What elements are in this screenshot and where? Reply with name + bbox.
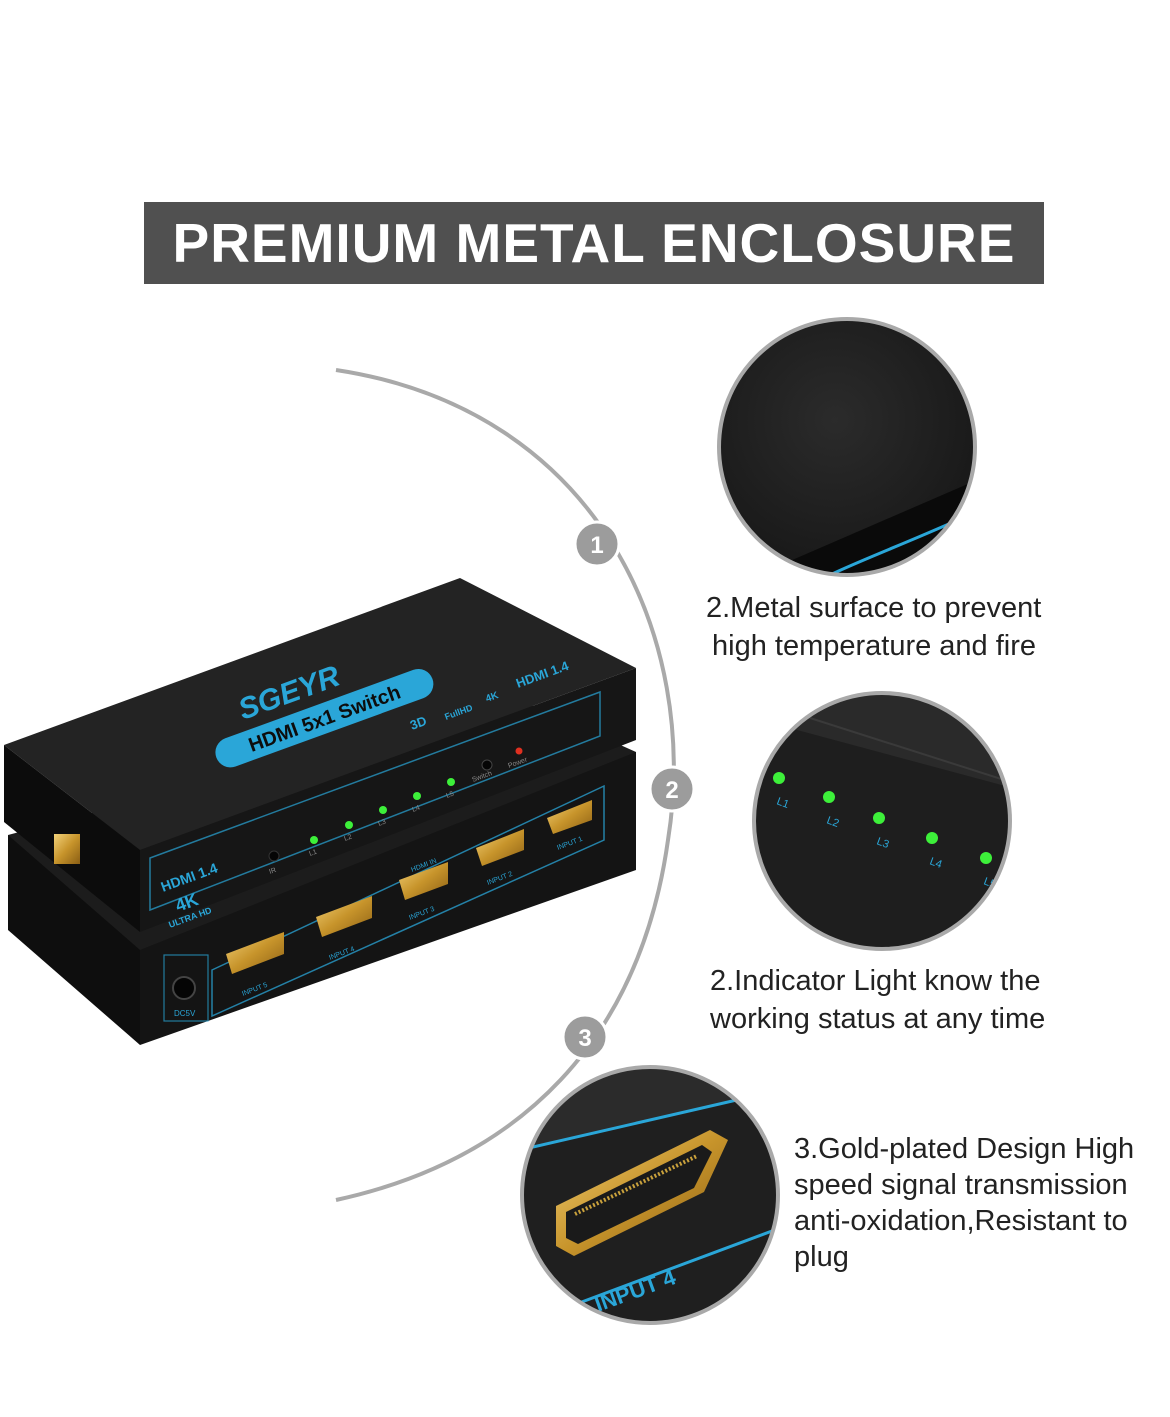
title-banner: PREMIUM METAL ENCLOSURE	[144, 202, 1044, 284]
step-marker-3: 3	[561, 1013, 609, 1061]
caption-gold-line1: 3.Gold-plated Design High	[794, 1133, 1135, 1165]
hdmi-port-input3	[399, 862, 448, 900]
led-label-l4: L4	[411, 805, 421, 814]
ir-label: IR	[268, 867, 277, 876]
led-l4	[413, 792, 421, 800]
zoom-gold-port: INPUT 4	[520, 1065, 780, 1325]
hdmi-port-input2	[476, 829, 524, 866]
zoom-led-label-l4: L4	[928, 856, 944, 871]
hdmi-switch-device: SGEYR HDMI 5x1 Switch HDMI 1.4 3D FullHD…	[4, 578, 636, 1045]
3d-logo: 3D	[408, 713, 429, 733]
caption-metal-line1: 2.Metal surface to prevent	[706, 592, 1042, 624]
banner-title: PREMIUM METAL ENCLOSURE	[172, 212, 1016, 274]
hdmi-port-input4	[316, 896, 372, 937]
led-l2	[345, 821, 353, 829]
zoom-led-label-l1: L1	[775, 796, 791, 811]
side-hdmi-port	[54, 834, 80, 864]
led-label-l2: L2	[343, 834, 353, 843]
zoom-led-label-l2: L2	[825, 815, 841, 830]
4k-logo: 4K	[484, 690, 501, 705]
zoom-indicator-lights: L1 L2 L3 L4 L5	[752, 691, 1012, 951]
hdmi-port-input1	[547, 800, 592, 834]
caption-gold-line3: anti-oxidation,Resistant to	[794, 1205, 1128, 1237]
caption-gold-line2: speed signal transmission	[794, 1169, 1128, 1201]
power-led	[515, 747, 523, 755]
switch-button	[481, 759, 493, 771]
led-label-l3: L3	[377, 819, 387, 828]
led-l5	[447, 778, 455, 786]
dc-jack	[172, 976, 196, 1000]
svg-text:1: 1	[590, 532, 603, 559]
svg-text:2: 2	[665, 777, 678, 804]
step-marker-1: 1	[573, 520, 621, 568]
caption-indicator-line1: 2.Indicator Light know the	[710, 965, 1041, 997]
led-label-l1: L1	[308, 849, 318, 858]
zoom-led-label-l3: L3	[875, 836, 891, 851]
dc-label: DC5V	[174, 1009, 196, 1018]
caption-indicator-line2: working status at any time	[710, 1003, 1046, 1035]
caption-gold-line4: plug	[794, 1241, 849, 1273]
hdmi-port-input5	[226, 932, 284, 974]
connector-arc	[335, 368, 676, 1202]
step-marker-2: 2	[648, 765, 696, 813]
ir-receiver	[268, 850, 280, 862]
caption-metal-line2: high temperature and fire	[712, 630, 1037, 662]
zoom-metal-surface	[717, 317, 977, 577]
led-l1	[310, 836, 318, 844]
led-l3	[379, 806, 387, 814]
led-label-l5: L5	[445, 791, 455, 800]
svg-text:3: 3	[578, 1025, 591, 1052]
caption-gold: 3.Gold-plated Design High speed signal t…	[794, 1131, 1134, 1275]
